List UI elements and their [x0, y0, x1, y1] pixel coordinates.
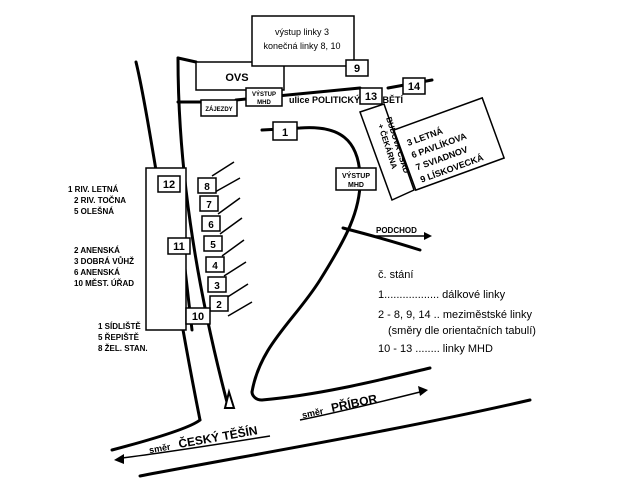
station-building [359, 103, 415, 202]
stop-9-label: 9 [354, 63, 360, 75]
road-top-upper [176, 56, 198, 64]
legend-row2: 2 - 8, 9, 14 .. meziměstské linky [378, 309, 533, 321]
podchod-arrow-icon [424, 232, 432, 240]
legend-row3: (směry dle orientačních tabulí) [388, 325, 536, 337]
pribor-arrow-line [299, 391, 421, 421]
legend-row1: 1.................. dálkové linky [378, 289, 506, 301]
street-label: ulice POLITICKÝCH OBĚTÍ [289, 94, 404, 105]
stop-13-label: 13 [365, 91, 377, 103]
stop-8-box [197, 177, 217, 194]
road-bottom-edge [138, 398, 532, 478]
stop-8-label: 8 [204, 182, 210, 193]
zajezdy-label: ZÁJEZDY [205, 106, 232, 113]
stop-10-label: 10 [192, 311, 204, 323]
stop-3-box [207, 276, 227, 293]
road-bottom-curve [250, 366, 432, 402]
stop-5-label: 5 [210, 240, 216, 251]
stop-6-box [201, 215, 221, 232]
left-11-line-3: 10 MĚST. ÚŘAD [74, 279, 134, 288]
info-top-line2: konečná linky 8, 10 [263, 41, 340, 51]
stop-7-box [199, 195, 219, 212]
left-12-line-0: 1 RIV. LETNÁ [68, 185, 119, 194]
smer-tesin-group: směr ČESKÝ TĚŠÍN [148, 422, 258, 455]
vystup-mhd-mid-2: MHD [348, 182, 364, 189]
stop-10-box [185, 307, 211, 325]
left-10-line-2: 8 ŽEL. STAN. [98, 344, 148, 353]
stop-2-box [209, 295, 229, 312]
platform-bays [211, 161, 253, 317]
road-right [341, 226, 422, 252]
stop-11-label: 11 [173, 241, 185, 253]
triangle-marker [223, 388, 236, 409]
right-lines-box [392, 96, 506, 192]
stop-12-box [157, 175, 181, 193]
stop-7-label: 7 [206, 200, 212, 211]
podchod-label: PODCHOD [376, 226, 417, 235]
stop-5-box [203, 235, 223, 252]
stop-3-label: 3 [214, 281, 220, 292]
info-box-top [251, 15, 355, 67]
road-left-curve [110, 418, 202, 452]
vystup-mhd-mid-box [335, 167, 377, 191]
vystup-mhd-top-box [245, 87, 283, 107]
smer-pribor-group: směr PŘÍBOR [301, 390, 379, 420]
left-10-line-1: 5 ŘEPIŠTĚ [98, 333, 140, 342]
tesin-arrow-line [121, 435, 271, 459]
road-east-edge [176, 56, 230, 408]
stop-2-label: 2 [216, 300, 222, 311]
left-11-line-2: 6 ANENSKÁ [74, 268, 120, 277]
stop-13-box [359, 87, 383, 105]
ovs-label: OVS [225, 72, 248, 84]
left-12-line-2: 5 OLEŠNÁ [74, 207, 114, 216]
stop-4-box [205, 256, 225, 273]
left-11-line-0: 2 ANENSKÁ [74, 246, 120, 255]
zajezdy-box [200, 99, 238, 117]
left-11-line-1: 3 DOBRÁ VŮHŽ [74, 256, 134, 266]
stop-14-box [402, 77, 426, 95]
vystup-mhd-top-1: VÝSTUP [252, 91, 276, 98]
left-10-line-0: 1 SÍDLIŠTĚ [98, 322, 141, 331]
vystup-mhd-top-2: MHD [257, 100, 271, 106]
vystup-mhd-mid-1: VÝSTUP [342, 171, 370, 180]
stop-6-label: 6 [208, 220, 214, 231]
legend-row4: 10 - 13 ........ linky MHD [378, 343, 493, 355]
left-12-line-1: 2 RIV. TOČNA [74, 196, 126, 205]
pribor-arrow-icon [418, 386, 428, 396]
tesin-arrow-icon [114, 454, 124, 464]
info-top-line1: výstup linky 3 [275, 27, 329, 37]
stop-14-label: 14 [408, 81, 421, 93]
stop-4-label: 4 [212, 261, 218, 272]
legend-title: č. stání [378, 269, 413, 281]
stop-1-label: 1 [282, 127, 288, 139]
stop-11-box [167, 237, 191, 255]
stop-12-label: 12 [163, 179, 175, 191]
stop-9-box [345, 59, 369, 77]
stop-1-box [272, 121, 298, 141]
